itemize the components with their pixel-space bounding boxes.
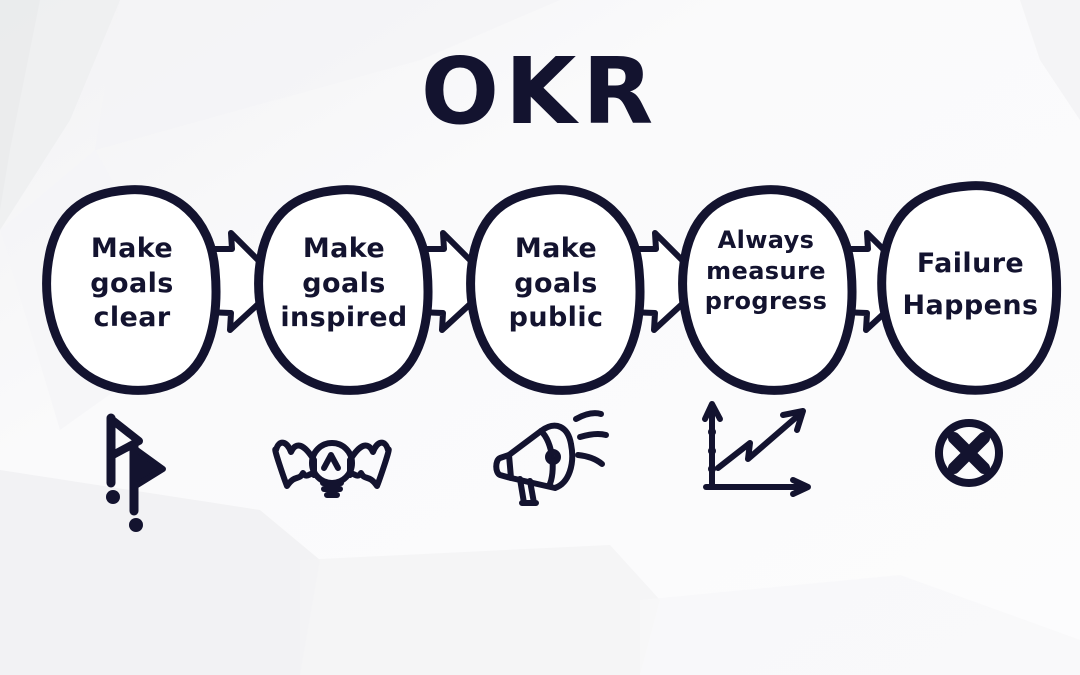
flow-node-2-line-2: goals — [302, 267, 386, 299]
flow-node-3-line-3: public — [508, 302, 604, 334]
flag-solid-dot — [129, 518, 143, 532]
megaphone-icon — [493, 410, 609, 506]
flow-node-1-line-3: clear — [93, 302, 171, 334]
circled-x-icon — [935, 419, 1003, 487]
flow-node-4-line-3: progress — [704, 287, 828, 316]
flow-node-4-label: Always measure progress — [676, 225, 856, 317]
flow-node-5-line-1: Failure — [916, 248, 1025, 279]
growth-chart-icon — [702, 401, 811, 497]
chart-tick-dot-1 — [708, 428, 716, 436]
flow-node-3-line-2: goals — [514, 267, 598, 299]
flow-node-2-line-1: Make — [302, 233, 386, 264]
flow-node-2-label: Make goals inspired — [254, 232, 434, 336]
flag-solid-banner — [131, 445, 166, 490]
flow-node-2-line-3: inspired — [280, 302, 408, 334]
flow-node-1-line-2: goals — [90, 267, 174, 299]
circled-x-cross — [948, 432, 990, 474]
lightbulb-wing-right — [347, 439, 392, 489]
flow-node-3-line-1: Make — [514, 233, 598, 264]
flow-node-4-line-1: Always — [717, 226, 815, 254]
flow-node-5-label: Failure Happens — [888, 243, 1053, 327]
flow-node-3-label: Make goals public — [466, 232, 646, 336]
megaphone-wave-1 — [573, 410, 604, 422]
chart-tick-dot-2 — [708, 447, 716, 455]
lightbulb-base — [320, 480, 344, 498]
winged-lightbulb-icon — [272, 439, 392, 498]
lightbulb-wing-left — [272, 439, 317, 489]
chart-tick-dot-3 — [708, 465, 716, 473]
flags-exclamation-icon — [106, 413, 166, 532]
flow-node-1-label: Make goals clear — [42, 232, 222, 336]
chart-trend-line — [715, 411, 803, 471]
flow-node-4-line-2: measure — [706, 256, 826, 285]
page-title-text: OKR — [420, 38, 660, 145]
flag-outline-dot — [106, 490, 120, 504]
flow-node-1-line-1: Make — [90, 233, 174, 264]
megaphone-wave-3 — [575, 452, 605, 467]
page-title: OKR — [0, 38, 1080, 145]
megaphone-wave-2 — [577, 430, 609, 440]
lightbulb-filament — [321, 452, 341, 471]
flow-node-5-line-2: Happens — [902, 289, 1039, 321]
